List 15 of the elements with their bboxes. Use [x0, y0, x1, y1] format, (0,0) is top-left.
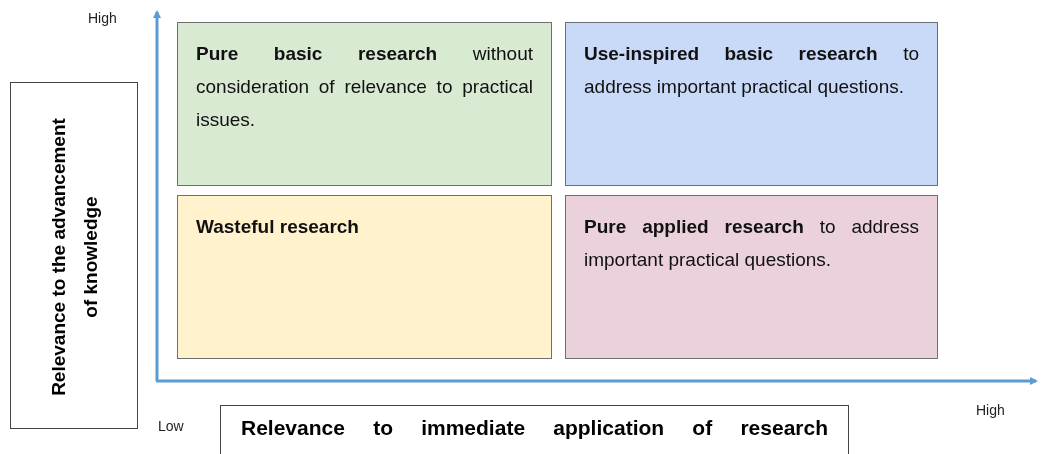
quadrant-box — [565, 22, 938, 186]
axis-end-label: Low — [158, 418, 184, 434]
axis-title: Relevance to the advancement of knowledge — [47, 116, 102, 398]
axis-end-label: High — [976, 402, 1005, 418]
axis-title-box — [10, 82, 138, 429]
axis-title-box — [220, 405, 849, 454]
quadrant-box — [177, 22, 552, 186]
quadrant-box — [565, 195, 938, 359]
quadrant-text: Wasteful research — [196, 215, 360, 239]
axis-end-label: High — [88, 10, 117, 26]
quadrant-text: Use-inspired basic research to address important practical questions. — [584, 42, 919, 99]
quadrant-text: Pure applied research to address important practical questions. — [584, 215, 919, 272]
axis-title: Relevance to immediate application of research — [241, 416, 828, 440]
quadrant-box — [177, 195, 552, 359]
quadrant-text: Pure basic research without consideration of relevance to practical issues. — [196, 42, 533, 132]
